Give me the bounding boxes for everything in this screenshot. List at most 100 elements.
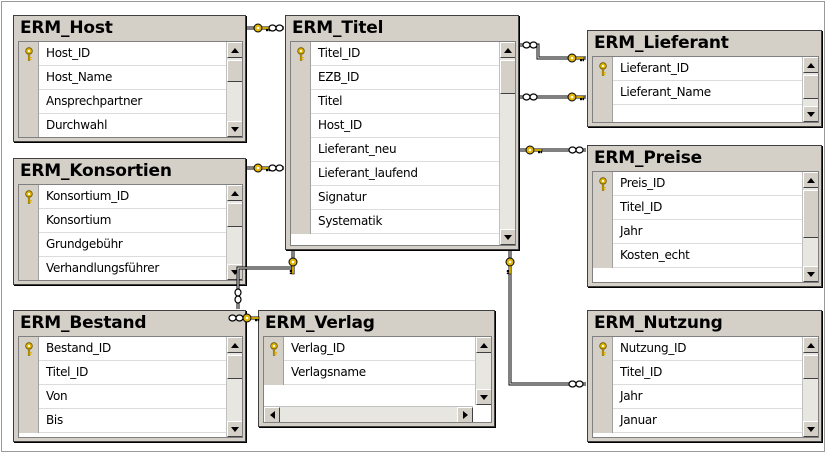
scroll-up-button[interactable] [803, 337, 818, 353]
scroll-up-button[interactable] [227, 185, 242, 201]
row-selector[interactable] [19, 361, 39, 385]
field-row[interactable]: Titel_ID [19, 361, 226, 385]
vertical-scrollbar[interactable] [226, 185, 242, 280]
scroll-thumb[interactable] [803, 75, 818, 99]
vertical-scrollbar[interactable] [802, 337, 818, 437]
row-selector[interactable] [593, 244, 613, 268]
field-row[interactable]: Titel_ID [593, 361, 802, 385]
field-row[interactable]: Systematik [291, 210, 499, 234]
scroll-down-button[interactable] [227, 264, 242, 280]
vertical-scrollbar[interactable] [802, 172, 818, 282]
row-selector[interactable] [593, 385, 613, 409]
scroll-down-button[interactable] [803, 106, 818, 122]
scroll-down-button[interactable] [227, 121, 242, 137]
row-selector[interactable] [291, 114, 311, 138]
field-row[interactable]: Bestand_ID [19, 337, 226, 361]
row-selector[interactable] [593, 409, 613, 433]
scroll-thumb[interactable] [227, 355, 242, 379]
field-row[interactable] [593, 105, 802, 122]
field-row[interactable]: Preis_ID [593, 172, 802, 196]
row-selector[interactable] [593, 81, 613, 105]
field-row[interactable]: Konsortium [19, 209, 226, 233]
scroll-left-button[interactable] [264, 407, 280, 422]
scroll-thumb[interactable] [803, 355, 818, 379]
field-row[interactable]: Jahr [593, 220, 802, 244]
scroll-up-button[interactable] [227, 337, 242, 353]
field-row[interactable]: Durchwahl [19, 114, 226, 137]
row-selector[interactable] [291, 162, 311, 186]
row-selector[interactable] [291, 210, 311, 234]
field-row[interactable]: Januar [593, 409, 802, 433]
row-selector[interactable] [593, 337, 613, 361]
row-selector[interactable] [19, 185, 39, 209]
field-row[interactable]: Host_ID [291, 114, 499, 138]
row-selector[interactable] [19, 337, 39, 361]
row-selector[interactable] [291, 186, 311, 210]
row-selector[interactable] [291, 66, 311, 90]
row-selector[interactable] [19, 42, 39, 66]
field-row[interactable]: Signatur [291, 186, 499, 210]
row-selector[interactable] [264, 361, 284, 385]
field-row[interactable]: Nutzung_ID [593, 337, 802, 361]
field-row[interactable]: Kosten_echt [593, 244, 802, 268]
row-selector[interactable] [19, 90, 39, 114]
scroll-thumb[interactable] [227, 60, 242, 82]
scroll-down-button[interactable] [500, 229, 515, 245]
row-selector[interactable] [19, 233, 39, 257]
vertical-scrollbar[interactable] [475, 337, 491, 405]
row-selector[interactable] [19, 66, 39, 90]
field-row[interactable]: Konsortium_ID [19, 185, 226, 209]
row-selector[interactable] [593, 196, 613, 220]
scroll-down-button[interactable] [476, 389, 491, 405]
field-row[interactable]: Titel_ID [291, 42, 499, 66]
horizontal-scrollbar[interactable] [264, 406, 473, 422]
field-row[interactable]: Verhandlungsführer [19, 257, 226, 280]
row-selector[interactable] [593, 220, 613, 244]
scroll-thumb[interactable] [227, 203, 242, 227]
vertical-scrollbar[interactable] [226, 337, 242, 437]
scroll-right-button[interactable] [457, 407, 473, 422]
field-row[interactable]: EZB_ID [291, 66, 499, 90]
row-selector[interactable] [593, 172, 613, 196]
scroll-up-button[interactable] [803, 172, 818, 188]
row-selector[interactable] [593, 105, 613, 122]
scroll-thumb[interactable] [500, 60, 515, 94]
field-row[interactable]: Verlagsname [264, 361, 475, 385]
scroll-down-button[interactable] [227, 421, 242, 437]
field-row[interactable]: Titel [291, 90, 499, 114]
row-selector[interactable] [291, 138, 311, 162]
field-row[interactable]: Ansprechpartner [19, 90, 226, 114]
row-selector[interactable] [19, 257, 39, 280]
scroll-up-button[interactable] [803, 57, 818, 73]
scroll-up-button[interactable] [476, 337, 491, 353]
field-row[interactable]: Host_Name [19, 66, 226, 90]
field-row[interactable]: Lieferant_ID [593, 57, 802, 81]
field-row[interactable]: Jahr [593, 385, 802, 409]
scroll-thumb[interactable] [803, 190, 818, 238]
row-selector[interactable] [264, 337, 284, 361]
vertical-scrollbar[interactable] [226, 42, 242, 137]
scroll-down-button[interactable] [803, 266, 818, 282]
field-row[interactable]: Lieferant_neu [291, 138, 499, 162]
field-row[interactable]: Grundgebühr [19, 233, 226, 257]
vertical-scrollbar[interactable] [802, 57, 818, 122]
field-row[interactable]: Host_ID [19, 42, 226, 66]
row-selector[interactable] [19, 385, 39, 409]
row-selector[interactable] [19, 114, 39, 137]
field-row[interactable]: Titel_ID [593, 196, 802, 220]
field-row[interactable]: Lieferant_laufend [291, 162, 499, 186]
